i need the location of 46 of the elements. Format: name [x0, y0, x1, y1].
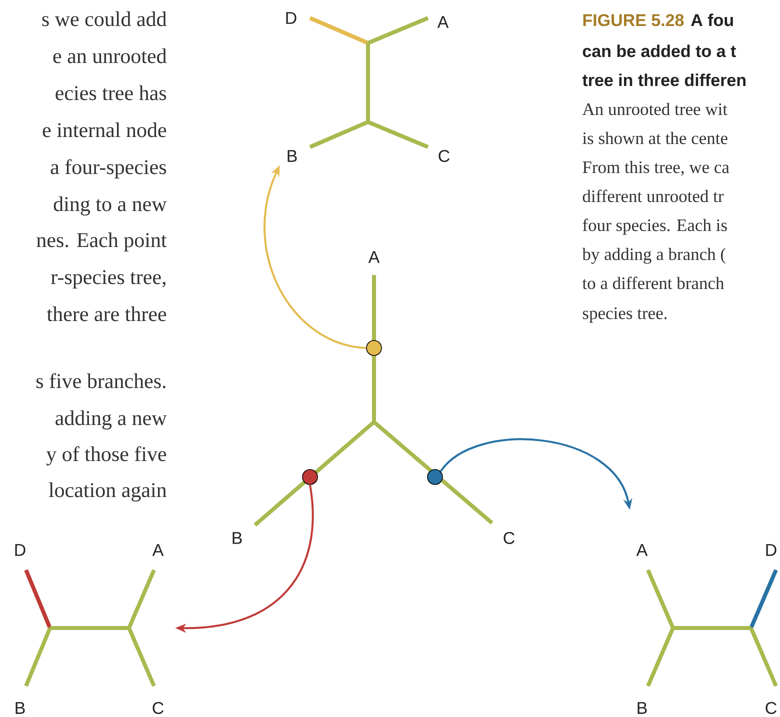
body-text-line: ding to a new: [54, 196, 167, 216]
tree-drawing: [309, 16, 429, 149]
tree-drawing: [646, 569, 778, 687]
body-text-line: a four-species: [50, 159, 166, 178]
body-text-line: location again: [48, 482, 166, 502]
figure-number: FIGURE 5.28: [583, 14, 684, 26]
leaf-label: C: [504, 532, 514, 544]
caption-line: An unrooted tree wit: [582, 102, 728, 116]
body-text-line: ecies tree has: [56, 85, 166, 100]
leaf-label: C: [152, 702, 164, 714]
leaf-label: B: [638, 702, 647, 714]
body-text-line: adding a new: [56, 410, 167, 430]
leaf-label: B: [16, 702, 25, 714]
leaf-label: C: [766, 702, 776, 714]
attachment-dot: [427, 469, 443, 485]
body-text-line: e internal node: [42, 122, 166, 138]
leaf-label: B: [288, 150, 297, 162]
leaf-label: A: [152, 544, 164, 556]
leaf-label: A: [636, 544, 648, 556]
leaf-label: A: [437, 16, 449, 28]
body-text-line: s we could add: [42, 11, 167, 26]
attachment-dot: [302, 469, 318, 485]
leaf-label: D: [286, 12, 296, 24]
leaf-label: C: [438, 150, 450, 162]
tree-drawing: [24, 569, 156, 687]
caption-line: species tree.: [582, 307, 667, 323]
attachment-dot: [366, 340, 382, 356]
caption-line: From this tree, we ca: [582, 160, 730, 176]
caption-title-line: can be added to a t: [582, 44, 736, 58]
body-text-line: e an unrooted: [53, 48, 167, 64]
body-text-line: nes. Each point: [36, 232, 167, 252]
leaf-label: D: [766, 544, 776, 556]
caption-line: by adding a branch (: [582, 248, 726, 264]
body-text-line: y of those five: [46, 446, 166, 466]
leaf-label: B: [232, 532, 242, 544]
leaf-label: A: [368, 251, 380, 263]
body-text-line: there are three: [46, 306, 166, 322]
body-text-line: s five branches.: [36, 373, 166, 388]
caption-line: to a different branch: [582, 276, 724, 290]
caption-line: is shown at the cente: [582, 132, 728, 144]
caption-title-line: tree in three differen: [582, 74, 746, 86]
leaf-label: D: [15, 544, 26, 556]
caption-line: different unrooted tr: [582, 190, 724, 202]
caption-line: four species. Each is: [582, 218, 727, 235]
body-text-line: r-species tree,: [51, 270, 166, 288]
caption-title-line: A fou: [691, 14, 733, 26]
